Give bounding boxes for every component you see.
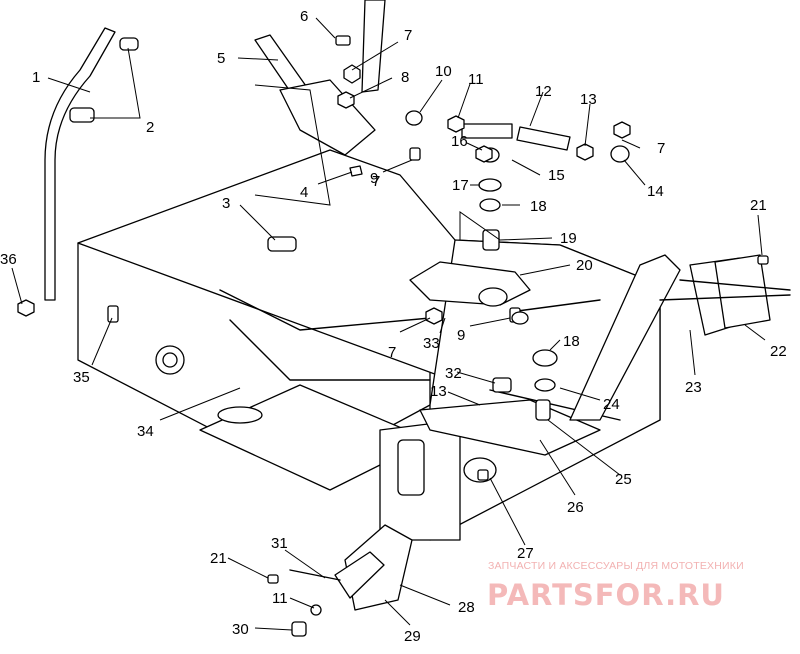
callout-label: 11 [272, 590, 288, 607]
callout-label: 2 [146, 119, 154, 136]
callout-label: 24 [603, 396, 620, 413]
callout-label: 18 [563, 333, 580, 350]
lower-shield [289, 524, 413, 637]
callout-label: 5 [217, 50, 225, 67]
callout-label: 32 [445, 365, 462, 382]
callout-label: 31 [271, 535, 288, 552]
callout-label: 15 [548, 167, 565, 184]
handle-bar [44, 27, 139, 301]
callout-label: 26 [567, 499, 584, 516]
callout-label: 21 [210, 550, 227, 567]
callout-label: 33 [423, 335, 440, 352]
callout-label: 22 [770, 343, 787, 360]
callout-label: 13 [580, 91, 597, 108]
callout-label: 35 [73, 369, 90, 386]
callout-label: 10 [435, 63, 452, 80]
callout-label: 28 [458, 599, 475, 616]
callout-label: 18 [530, 198, 547, 215]
callout-label: 11 [468, 71, 484, 88]
hardware [17, 35, 769, 584]
callout-label: 19 [560, 230, 577, 247]
pivot-plate [409, 147, 531, 307]
callout-label: 29 [404, 628, 421, 645]
callout-label: 6 [300, 8, 308, 25]
callout-label: 8 [401, 69, 409, 86]
steering-column [254, 0, 386, 206]
watermark-brand: PARTSFOR.RU [487, 578, 725, 612]
callout-label: 7 [657, 140, 665, 157]
callout-label: 27 [517, 545, 534, 562]
callout-label: 3 [222, 195, 230, 212]
callout-label: 4 [300, 184, 308, 201]
callout-label: 17 [452, 177, 469, 194]
callout-label: 36 [0, 251, 17, 268]
callout-label: 9 [457, 327, 465, 344]
right-arm [569, 254, 791, 421]
linkage-rods [419, 123, 621, 456]
callout-label: 14 [647, 183, 664, 200]
callout-label: 20 [576, 257, 593, 274]
callout-label: 25 [615, 471, 632, 488]
watermark: ЗАПЧАСТИ И АКСЕССУАРЫ ДЛЯ МОТОТЕХНИКИ PA… [487, 560, 744, 612]
leader-lines [11, 17, 766, 631]
callout-label: 16 [451, 133, 468, 150]
callout-labels: 1 2 3 4 5 6 7 7 7 7 8 9 9 10 11 11 12 13… [0, 8, 787, 645]
callout-label: 12 [535, 83, 552, 100]
callout-label: 7 [404, 27, 412, 44]
watermark-tagline: ЗАПЧАСТИ И АКСЕССУАРЫ ДЛЯ МОТОТЕХНИКИ [488, 560, 744, 572]
callout-label: 13 [430, 383, 447, 400]
callout-label: 23 [685, 379, 702, 396]
callout-label: 30 [232, 621, 249, 638]
callout-label: 34 [137, 423, 154, 440]
callout-label: 9 [370, 170, 378, 187]
callout-label: 21 [750, 197, 767, 214]
callout-label: 7 [372, 173, 380, 190]
callout-label: 1 [32, 69, 40, 86]
callout-label: 7 [388, 344, 396, 361]
